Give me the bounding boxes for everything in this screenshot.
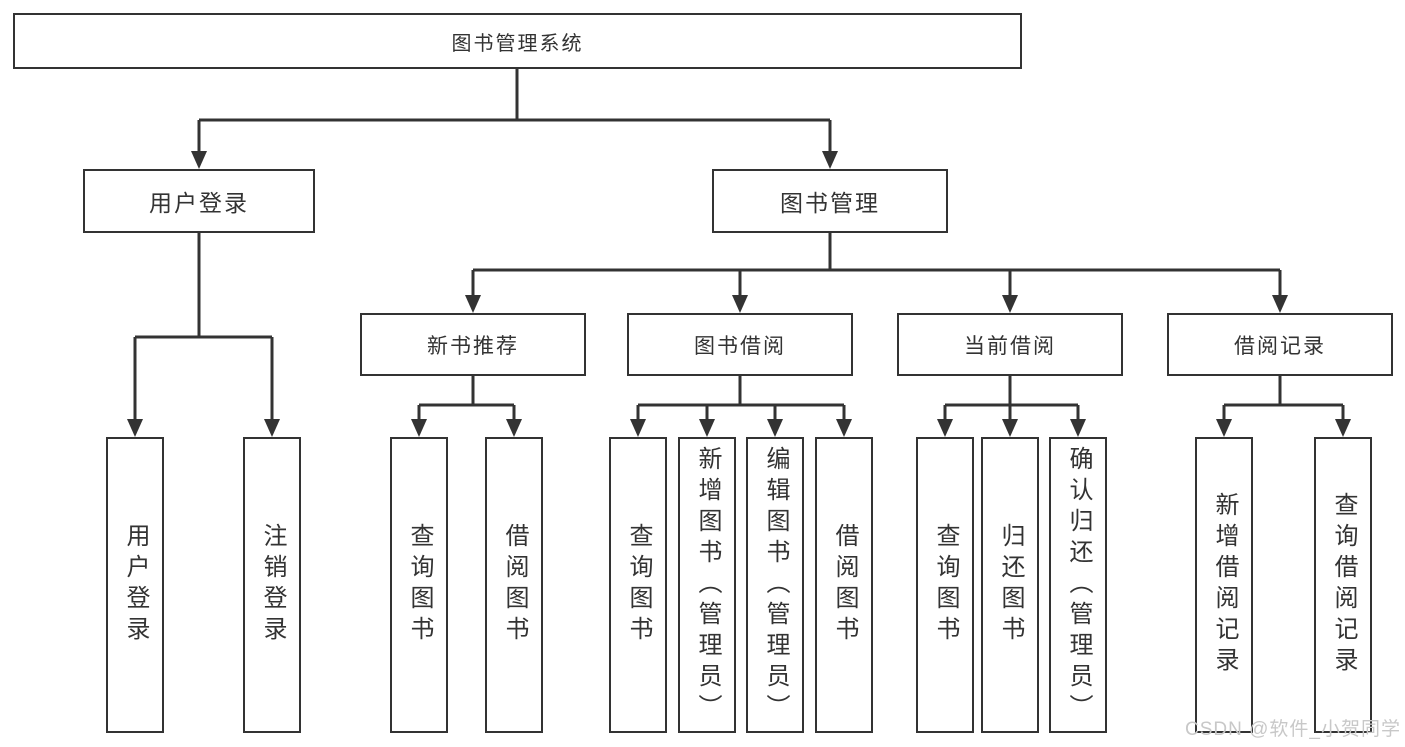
leaf-return-book: 归还图书 xyxy=(981,437,1039,733)
leaf-logout-login: 注销登录 xyxy=(243,437,301,733)
leaf-query-book-2: 查询图书 xyxy=(609,437,667,733)
node-book-borrow: 图书借阅 xyxy=(627,313,853,376)
node-root-label: 图书管理系统 xyxy=(451,32,584,55)
node-new-book-recommend-label: 新书推荐 xyxy=(427,334,519,358)
leaf-query-borrow-record: 查询借阅记录 xyxy=(1314,437,1372,733)
leaf-borrow-book-2: 借阅图书 xyxy=(815,437,873,733)
csdn-watermark: CSDN @软件_小贺同学 xyxy=(1185,719,1401,740)
arrowheads xyxy=(127,151,1351,437)
node-borrow-records-label: 借阅记录 xyxy=(1234,334,1326,358)
leaf-borrow-book-2-label: 借阅图书 xyxy=(831,523,858,647)
leaf-query-book-3-label: 查询图书 xyxy=(932,523,959,647)
leaf-query-book-1: 查询图书 xyxy=(390,437,448,733)
leaf-query-borrow-record-label: 查询借阅记录 xyxy=(1330,492,1357,678)
leaf-edit-book-admin: 编辑图书（管理员） xyxy=(746,437,804,733)
node-current-borrow-label: 当前借阅 xyxy=(964,334,1056,358)
leaf-user-login: 用户登录 xyxy=(106,437,164,733)
leaf-return-book-label: 归还图书 xyxy=(997,523,1024,647)
node-user-login: 用户登录 xyxy=(83,169,315,233)
leaf-query-book-1-label: 查询图书 xyxy=(406,523,433,647)
node-book-borrow-label: 图书借阅 xyxy=(694,334,786,358)
leaf-add-borrow-record: 新增借阅记录 xyxy=(1195,437,1253,733)
node-root: 图书管理系统 xyxy=(13,13,1022,69)
leaf-confirm-return-admin: 确认归还（管理员） xyxy=(1049,437,1107,733)
node-user-login-label: 用户登录 xyxy=(149,190,249,216)
leaf-logout-login-label: 注销登录 xyxy=(259,523,286,647)
leaf-confirm-return-admin-label: 确认归还（管理员） xyxy=(1065,445,1092,725)
leaf-add-borrow-record-label: 新增借阅记录 xyxy=(1211,492,1238,678)
leaf-borrow-book-1-label: 借阅图书 xyxy=(501,523,528,647)
leaf-query-book-3: 查询图书 xyxy=(916,437,974,733)
leaf-edit-book-admin-label: 编辑图书（管理员） xyxy=(762,445,789,725)
leaf-query-book-2-label: 查询图书 xyxy=(625,523,652,647)
node-current-borrow: 当前借阅 xyxy=(897,313,1123,376)
leaf-user-login-label: 用户登录 xyxy=(122,523,149,647)
node-book-manage-label: 图书管理 xyxy=(780,190,880,216)
leaf-borrow-book-1: 借阅图书 xyxy=(485,437,543,733)
node-borrow-records: 借阅记录 xyxy=(1167,313,1393,376)
leaf-add-book-admin-label: 新增图书（管理员） xyxy=(694,445,721,725)
node-new-book-recommend: 新书推荐 xyxy=(360,313,586,376)
leaf-add-book-admin: 新增图书（管理员） xyxy=(678,437,736,733)
node-book-manage: 图书管理 xyxy=(712,169,948,233)
